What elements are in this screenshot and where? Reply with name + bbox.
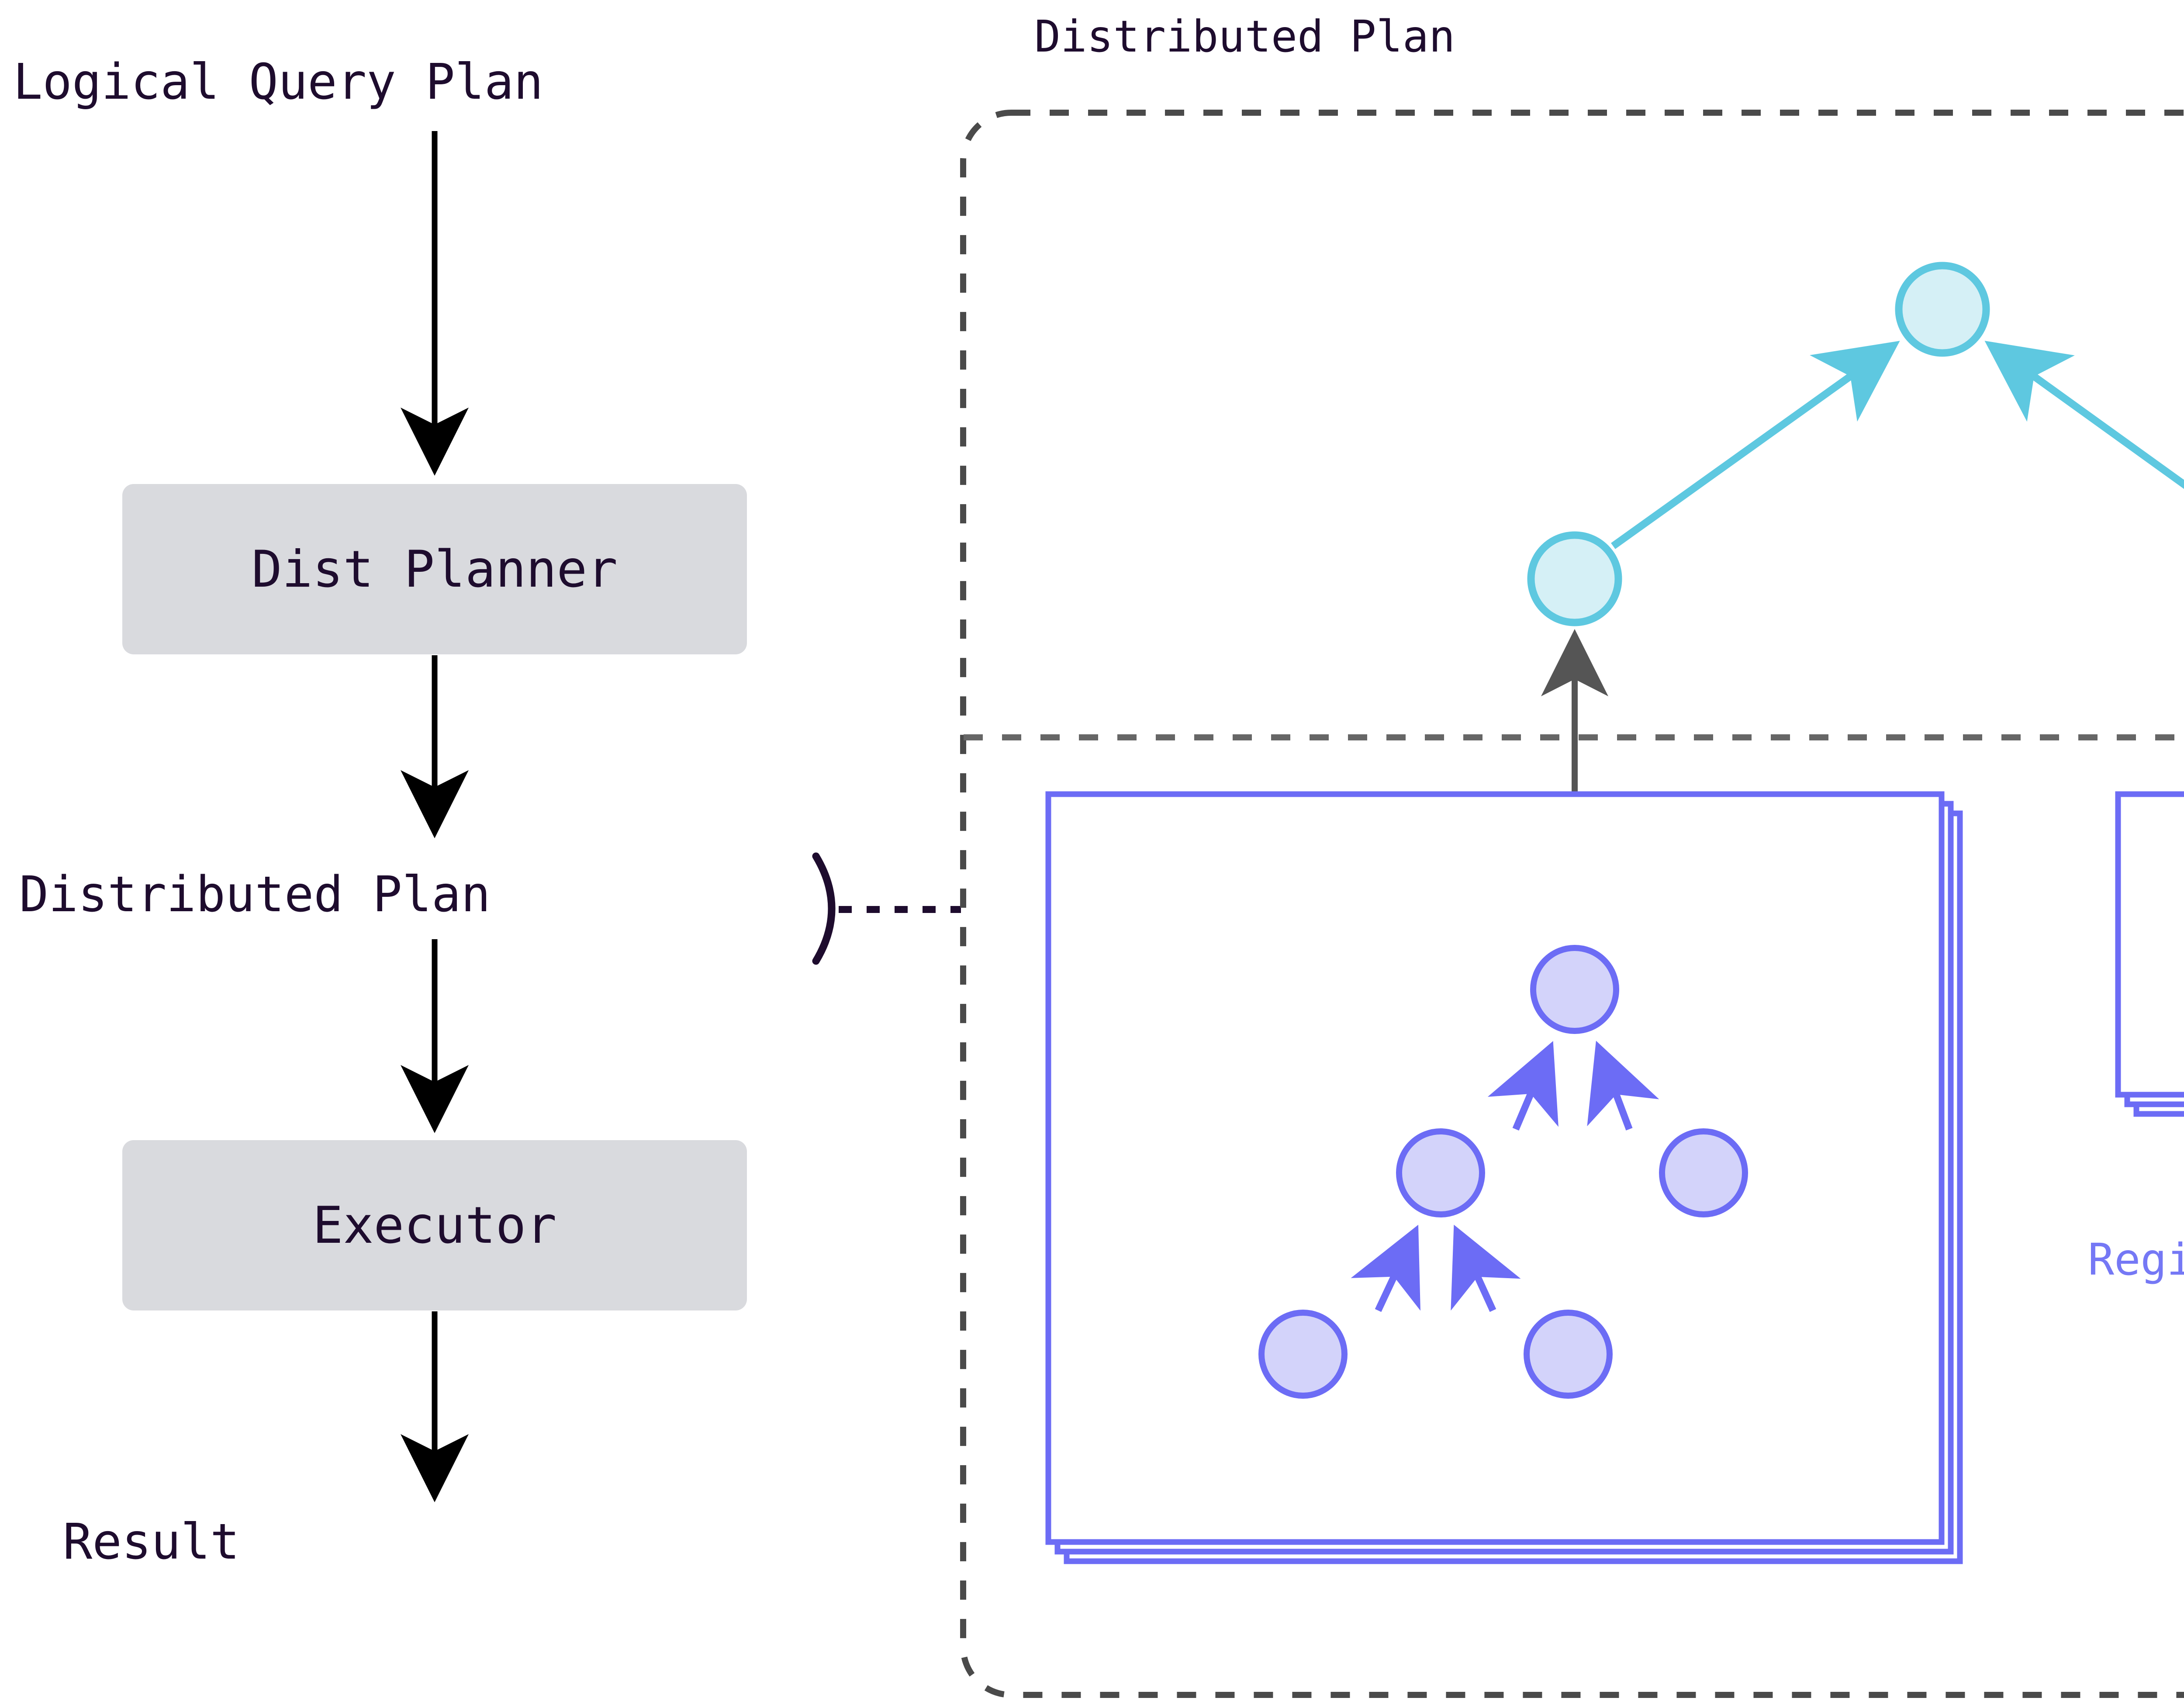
dist-planner-box[interactable] [122,484,747,654]
executor-box[interactable] [122,1140,747,1310]
edge-l4-to-l2 [1351,1224,1420,1312]
edge-l3-to-l1 [1587,1041,1659,1131]
left-region-stack [1045,791,1963,1564]
distributed-plan-title: Distributed Plan [1034,11,1455,62]
distributed-plan-label: Distributed Plan [19,866,491,923]
datanode-node-l1[interactable] [1530,945,1619,1034]
regions-label: Regions [2088,1234,2184,1285]
edge-l5-to-l2 [1451,1224,1521,1312]
distributed-plan-container [960,110,2184,1698]
dist-planner-label: Dist Planner [251,539,618,599]
edge-fe-right-to-root [1984,341,2184,489]
result-label: Result [63,1514,240,1570]
edge-fe-left-to-root [1611,341,1900,549]
datanode-node-l2[interactable] [1396,1128,1485,1217]
datanode-node-l4[interactable] [1258,1310,1348,1399]
datanode-node-l3[interactable] [1659,1128,1748,1217]
left-region-card-front[interactable] [1045,791,1945,1545]
logical-query-plan-label: Logical Query Plan [13,54,543,111]
frontend-node-root[interactable] [1895,262,1990,357]
edge-l2-to-l1 [1487,1041,1559,1131]
plan-brace [812,852,836,965]
frontend-node-left[interactable] [1527,531,1622,626]
frontend-stage-nodes [1527,262,2184,626]
datanode-node-l5[interactable] [1524,1310,1613,1399]
right-region-stack [2115,791,2184,1117]
executor-label: Executor [312,1196,557,1255]
right-region-card-front[interactable] [2115,791,2184,1098]
